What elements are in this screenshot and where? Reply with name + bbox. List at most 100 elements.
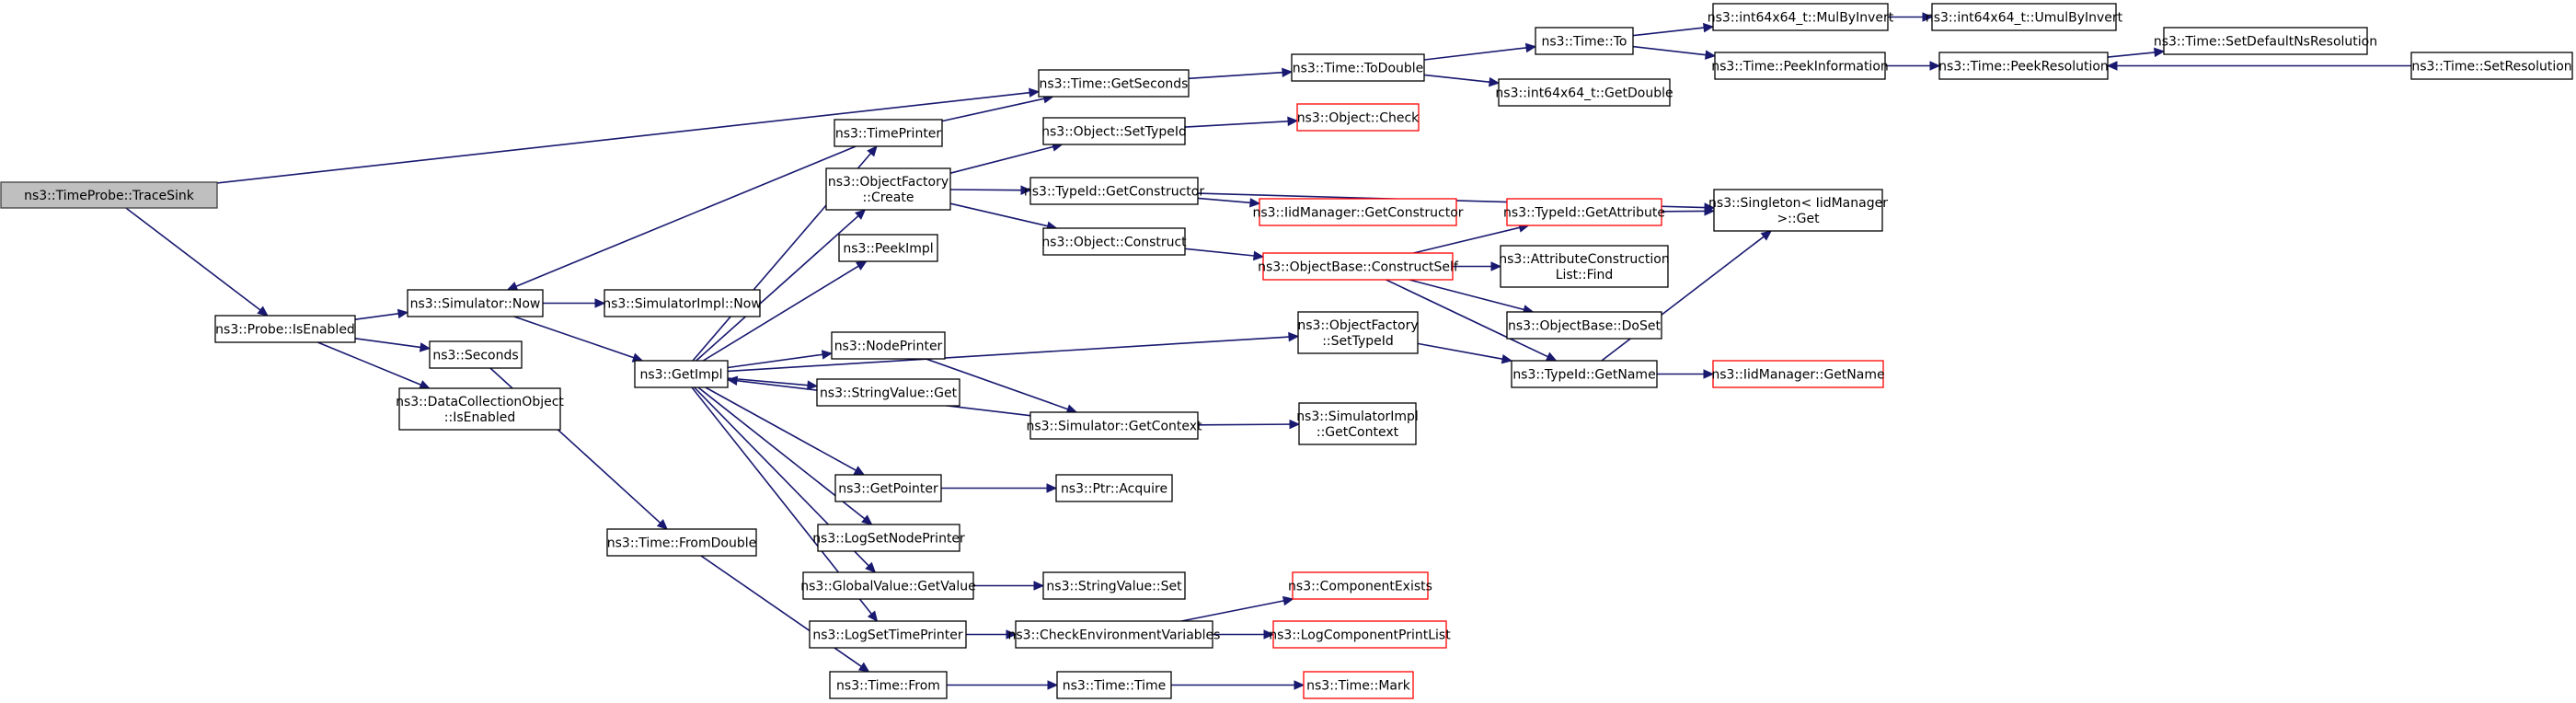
node-box[interactable] bbox=[606, 528, 757, 557]
node-box[interactable] bbox=[1038, 69, 1190, 98]
node-box[interactable] bbox=[817, 524, 960, 552]
node-timeToDouble[interactable]: ns3::Time::ToDouble bbox=[1291, 53, 1425, 82]
node-box[interactable] bbox=[1506, 198, 1662, 226]
node-box[interactable] bbox=[829, 671, 948, 699]
node-box[interactable] bbox=[1535, 27, 1634, 55]
node-box[interactable] bbox=[1511, 360, 1658, 388]
node-logComponentPrintList[interactable]: ns3::LogComponentPrintList bbox=[1269, 620, 1451, 649]
node-box[interactable] bbox=[2163, 27, 2368, 55]
node-box[interactable] bbox=[1296, 103, 1420, 132]
node-simImplNow[interactable]: ns3::SimulatorImpl::Now bbox=[603, 289, 762, 317]
node-box[interactable] bbox=[1297, 311, 1419, 354]
node-obConstructSelf[interactable]: ns3::ObjectBase::ConstructSelf bbox=[1258, 252, 1459, 281]
node-typeIdGetName[interactable]: ns3::TypeId::GetName bbox=[1511, 360, 1658, 388]
node-objConstruct[interactable]: ns3::Object::Construct bbox=[1041, 227, 1187, 256]
node-globalValueGetValue[interactable]: ns3::GlobalValue::GetValue bbox=[800, 571, 976, 600]
node-simGetContext[interactable]: ns3::Simulator::GetContext bbox=[1026, 411, 1202, 440]
node-box[interactable] bbox=[1498, 78, 1671, 107]
node-getImpl[interactable]: ns3::GetImpl bbox=[634, 360, 729, 388]
node-obDoSet[interactable]: ns3::ObjectBase::DoSet bbox=[1506, 311, 1662, 340]
node-box[interactable] bbox=[1500, 245, 1669, 288]
node-dcoIsEnabled[interactable]: ns3::DataCollectionObject::IsEnabled bbox=[396, 387, 564, 431]
node-box[interactable] bbox=[1029, 411, 1199, 440]
node-box[interactable] bbox=[1712, 3, 1889, 31]
node-peekResolution[interactable]: ns3::Time::PeekResolution bbox=[1938, 52, 2109, 80]
node-box[interactable] bbox=[1292, 571, 1429, 600]
node-box[interactable] bbox=[604, 289, 761, 317]
node-box[interactable] bbox=[1056, 671, 1172, 699]
node-box[interactable] bbox=[1272, 620, 1447, 649]
node-singletonGet[interactable]: ns3::Singleton< IidManager >::Get bbox=[1708, 189, 1888, 232]
node-box[interactable] bbox=[429, 340, 523, 369]
node-box[interactable] bbox=[831, 331, 946, 360]
node-simNow[interactable]: ns3::Simulator::Now bbox=[407, 289, 544, 317]
node-box[interactable] bbox=[214, 315, 356, 343]
node-box[interactable] bbox=[816, 378, 960, 407]
node-logSetTimePrinter[interactable]: ns3::LogSetTimePrinter bbox=[809, 620, 967, 649]
node-seconds[interactable]: ns3::Seconds bbox=[429, 340, 523, 369]
node-getSeconds[interactable]: ns3::Time::GetSeconds bbox=[1038, 69, 1190, 98]
node-timeTime[interactable]: ns3::Time::Time bbox=[1056, 671, 1172, 699]
node-box[interactable] bbox=[1042, 227, 1186, 256]
node-peekInformation[interactable]: ns3::Time::PeekInformation bbox=[1711, 52, 1889, 80]
node-peekImpl[interactable]: ns3::PeekImpl bbox=[838, 234, 938, 262]
node-timePrinter[interactable]: ns3::TimePrinter bbox=[834, 119, 943, 147]
node-box[interactable] bbox=[2410, 52, 2573, 80]
node-box[interactable] bbox=[1712, 360, 1884, 388]
node-timeTo[interactable]: ns3::Time::To bbox=[1535, 27, 1634, 55]
node-nodePrinter[interactable]: ns3::NodePrinter bbox=[831, 331, 946, 360]
node-box[interactable] bbox=[834, 119, 943, 147]
node-box[interactable] bbox=[834, 474, 942, 502]
node-ofCreate[interactable]: ns3::ObjectFactory::Create bbox=[825, 167, 951, 211]
node-ofSetTypeId[interactable]: ns3::ObjectFactory::SetTypeId bbox=[1297, 311, 1419, 354]
node-box[interactable] bbox=[1015, 620, 1213, 649]
node-box[interactable] bbox=[1042, 117, 1186, 145]
node-box[interactable] bbox=[1298, 402, 1417, 445]
node-box[interactable] bbox=[1055, 474, 1173, 502]
node-timeFrom[interactable]: ns3::Time::From bbox=[829, 671, 948, 699]
node-traceSink[interactable]: ns3::TimeProbe::TraceSink bbox=[0, 181, 218, 209]
node-int64GetDouble[interactable]: ns3::int64x64_t::GetDouble bbox=[1495, 78, 1673, 107]
node-box[interactable] bbox=[1262, 252, 1454, 281]
node-componentExists[interactable]: ns3::ComponentExists bbox=[1288, 571, 1432, 600]
node-box[interactable] bbox=[1938, 52, 2109, 80]
node-ptrAcquire[interactable]: ns3::Ptr::Acquire bbox=[1055, 474, 1173, 502]
node-getPointer[interactable]: ns3::GetPointer bbox=[834, 474, 942, 502]
node-simImplGetContext[interactable]: ns3::SimulatorImpl::GetContext bbox=[1296, 402, 1419, 445]
node-box[interactable] bbox=[1713, 189, 1883, 232]
node-objSetTypeId[interactable]: ns3::Object::SetTypeId bbox=[1041, 117, 1187, 145]
node-box[interactable] bbox=[398, 387, 561, 431]
node-box[interactable] bbox=[407, 289, 544, 317]
node-typeIdGetAttribute[interactable]: ns3::TypeId::GetAttribute bbox=[1503, 198, 1665, 226]
node-setResolution[interactable]: ns3::Time::SetResolution bbox=[2410, 52, 2573, 80]
node-box[interactable] bbox=[0, 181, 218, 209]
node-box[interactable] bbox=[1714, 52, 1886, 80]
node-checkEnvVars[interactable]: ns3::CheckEnvironmentVariables bbox=[1008, 620, 1221, 649]
node-box[interactable] bbox=[1042, 571, 1186, 600]
node-box[interactable] bbox=[1029, 177, 1199, 205]
node-box[interactable] bbox=[825, 167, 951, 211]
node-box[interactable] bbox=[809, 620, 967, 649]
node-iidGetConstructor[interactable]: ns3::IidManager::GetConstructor bbox=[1252, 198, 1464, 226]
node-box[interactable] bbox=[802, 571, 974, 600]
node-box[interactable] bbox=[634, 360, 729, 388]
node-logSetNodePrinter[interactable]: ns3::LogSetNodePrinter bbox=[812, 524, 965, 552]
node-fromDouble[interactable]: ns3::Time::FromDouble bbox=[606, 528, 757, 557]
node-box[interactable] bbox=[1506, 311, 1662, 340]
node-objectCheck[interactable]: ns3::Object::Check bbox=[1296, 103, 1420, 132]
node-box[interactable] bbox=[838, 234, 938, 262]
node-probeIsEnabled[interactable]: ns3::Probe::IsEnabled bbox=[214, 315, 356, 343]
node-umulByInvert[interactable]: ns3::int64x64_t::UmulByInvert bbox=[1926, 3, 2123, 31]
node-iidGetName[interactable]: ns3::IidManager::GetName bbox=[1711, 360, 1885, 388]
node-timeMark[interactable]: ns3::Time::Mark bbox=[1303, 671, 1414, 699]
node-box[interactable] bbox=[1259, 198, 1457, 226]
node-box[interactable] bbox=[1291, 53, 1425, 82]
node-mulByInvert[interactable]: ns3::int64x64_t::MulByInvert bbox=[1708, 3, 1894, 31]
node-stringValueSet[interactable]: ns3::StringValue::Set bbox=[1042, 571, 1186, 600]
node-box[interactable] bbox=[1303, 671, 1414, 699]
node-box[interactable] bbox=[1931, 3, 2117, 31]
node-stringValueGet[interactable]: ns3::StringValue::Get bbox=[816, 378, 960, 407]
node-setDefaultNsRes[interactable]: ns3::Time::SetDefaultNsResolution bbox=[2154, 27, 2377, 55]
node-typeIdGetConstructor[interactable]: ns3::TypeId::GetConstructor bbox=[1024, 177, 1204, 205]
